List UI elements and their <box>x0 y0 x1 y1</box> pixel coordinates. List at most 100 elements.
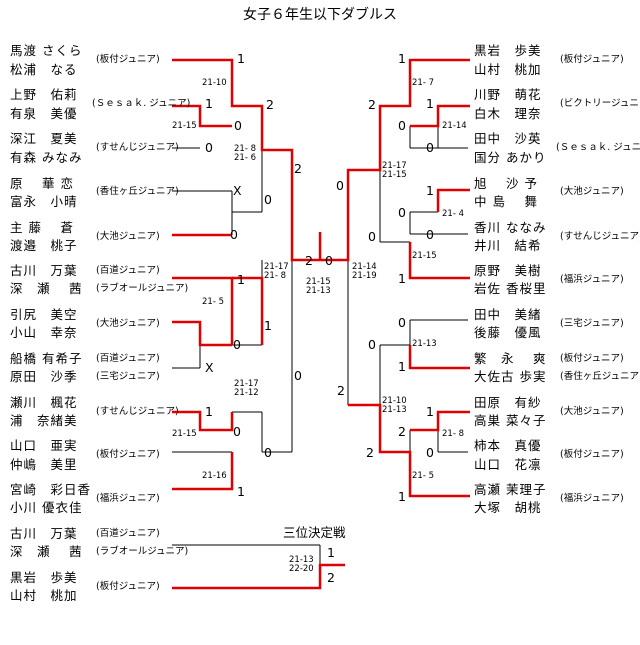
score: X <box>205 360 214 375</box>
player-name: 柿本 真優 <box>474 438 542 453</box>
game-score: 21- 4 <box>442 209 464 219</box>
club-name: (Ｓｅｓａｋ. ジュニア) <box>92 98 191 109</box>
game-score: 21-14 21-19 <box>352 262 377 281</box>
player-name: 仲嶋 美里 <box>10 457 78 472</box>
score: 1 <box>237 51 245 66</box>
player-name: 繁 永 爽 <box>474 351 547 366</box>
game-score: 21-15 <box>172 429 197 439</box>
game-score: 21-17 21-12 <box>234 379 259 398</box>
game-score: 21-14 <box>442 121 467 131</box>
score: 0 <box>234 118 242 133</box>
player-name: 井川 結希 <box>474 238 542 253</box>
player-name: 高巣 菜々子 <box>474 413 547 428</box>
game-score: 21- 8 21- 6 <box>234 144 256 163</box>
score: 0 <box>398 315 406 330</box>
player-name: 原野 美樹 <box>474 263 542 278</box>
club-name: (福浜ジュニア) <box>96 493 160 504</box>
score: 1 <box>205 96 213 111</box>
score: 1 <box>205 404 213 419</box>
score: 2 <box>266 97 274 112</box>
club-name: (板付ジュニア) <box>96 449 160 460</box>
score: 2 <box>327 570 335 585</box>
club-name: (大池ジュニア) <box>560 406 624 417</box>
club-name: (三宅ジュニア) <box>96 371 160 382</box>
game-score: 21-15 <box>172 121 197 131</box>
player-name: 古川 万葉 <box>10 526 78 541</box>
club-name: (すせんじジュニア) <box>96 406 179 417</box>
club-name: (百道ジュニア) <box>96 353 160 364</box>
club-name: (板付ジュニア) <box>96 581 160 592</box>
score: 2 <box>305 253 313 268</box>
player-name: 山村 桃加 <box>10 588 78 603</box>
score: 0 <box>368 229 376 244</box>
game-score: 21-15 <box>412 251 437 261</box>
player-name: 中 島 舞 <box>474 194 538 209</box>
club-name: (ラブオールジュニア) <box>96 546 189 557</box>
club-name: (板付ジュニア) <box>560 54 624 65</box>
score: 1 <box>398 271 406 286</box>
score: 0 <box>205 140 213 155</box>
game-score: 21-15 21-13 <box>306 277 331 296</box>
third-place-title: 三位決定戦 <box>283 525 346 540</box>
game-score: 21-16 <box>202 471 227 481</box>
club-name: (板付ジュニア) <box>96 54 160 65</box>
player-name: 瀬川 楓花 <box>10 395 78 410</box>
score: 1 <box>237 272 245 287</box>
game-score: 21-13 22-20 <box>289 555 314 574</box>
player-name: 原 華 恋 <box>10 176 74 191</box>
club-name: (大池ジュニア) <box>560 186 624 197</box>
score: 0 <box>398 205 406 220</box>
club-name: (大池ジュニア) <box>96 318 160 329</box>
club-name: (大池ジュニア) <box>96 231 160 242</box>
club-name: (ビクトリージュニア) <box>560 98 640 109</box>
player-name: 小山 幸奈 <box>10 325 78 340</box>
game-score: 21-13 <box>412 339 437 349</box>
game-score: 21-17 21-15 <box>382 161 407 180</box>
score: 0 <box>336 178 344 193</box>
club-name: (百道ジュニア) <box>96 265 160 276</box>
score: 2 <box>294 161 302 176</box>
score: 0 <box>230 227 238 242</box>
score: 0 <box>294 368 302 383</box>
player-name: 田中 美緒 <box>474 307 542 322</box>
score: 1 <box>398 489 406 504</box>
score: 0 <box>426 445 434 460</box>
club-name: (すせんじジュニア) <box>96 142 179 153</box>
score: 1 <box>264 318 272 333</box>
club-name: (板付ジュニア) <box>560 449 624 460</box>
player-name: 小川 優衣佳 <box>10 500 83 515</box>
player-name: 渡邉 桃子 <box>10 238 78 253</box>
player-name: 香川 ななみ <box>474 220 547 235</box>
score: 2 <box>398 424 406 439</box>
club-name: (百道ジュニア) <box>96 528 160 539</box>
score: 1 <box>237 484 245 499</box>
score: 1 <box>398 359 406 374</box>
player-name: 松浦 なる <box>10 62 78 77</box>
player-name: 田原 有紗 <box>474 395 542 410</box>
player-name: 山村 桃加 <box>474 62 542 77</box>
player-name: 船橋 有希子 <box>10 351 83 366</box>
player-name: 深 瀬 茜 <box>10 544 83 559</box>
player-name: 主 藤 蒼 <box>10 220 74 235</box>
player-name: 山口 花凛 <box>474 457 542 472</box>
score: 0 <box>426 140 434 155</box>
score: 0 <box>325 253 333 268</box>
score: 2 <box>368 97 376 112</box>
club-name: (香住ヶ丘ジュニア) <box>560 371 640 382</box>
player-name: 黒岩 歩美 <box>474 43 542 58</box>
club-name: (福浜ジュニア) <box>560 493 624 504</box>
player-name: 旭 沙 予 <box>474 176 538 191</box>
score: 0 <box>233 337 241 352</box>
game-score: 21-10 21-13 <box>382 396 407 415</box>
score: 1 <box>426 96 434 111</box>
score: 0 <box>426 227 434 242</box>
player-name: 上野 佑莉 <box>10 87 78 102</box>
game-score: 21- 7 <box>412 78 434 88</box>
player-name: 馬渡 さくら <box>10 43 83 58</box>
player-name: 深江 夏美 <box>10 131 78 146</box>
page-title: 女子６年生以下ダブルス <box>243 7 397 23</box>
player-name: 田中 沙英 <box>474 131 542 146</box>
score: 0 <box>264 192 272 207</box>
player-name: 宮崎 彩日香 <box>10 482 92 497</box>
